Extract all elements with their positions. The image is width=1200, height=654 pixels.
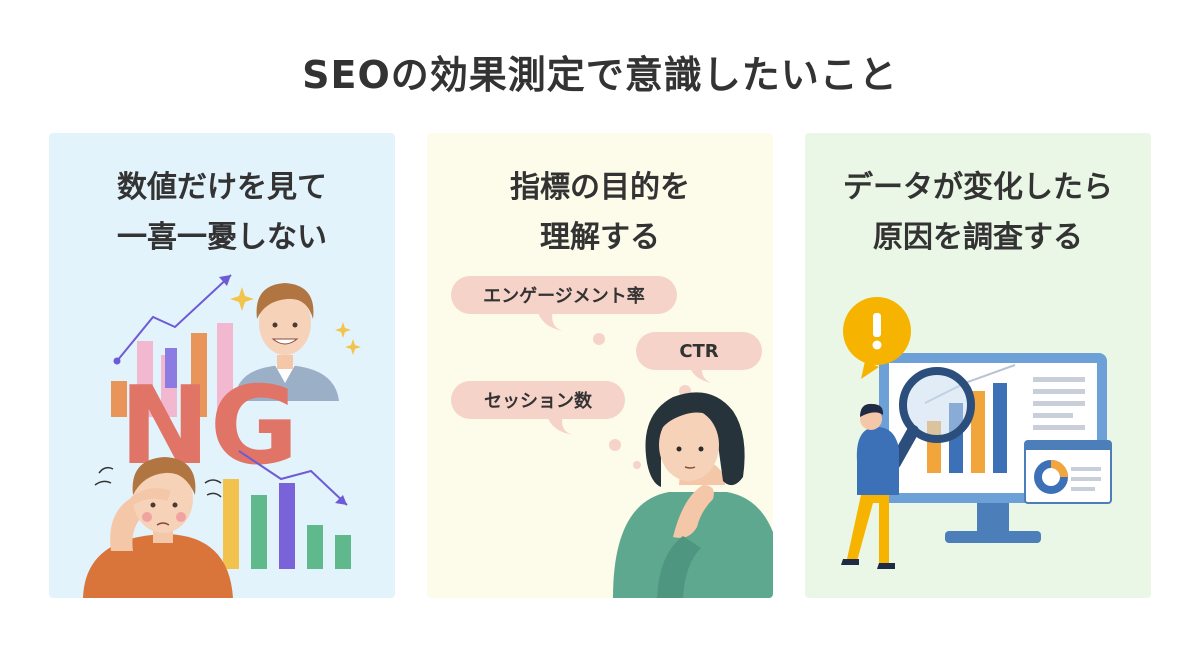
rising-bar-chart-icon — [111, 323, 233, 417]
up-arrow-chart-icon — [113, 274, 232, 365]
card-dont-overreact: 数値だけを見て 一喜一憂しない — [49, 133, 395, 598]
heading-line-1: 指標の目的を — [510, 170, 690, 205]
sparkle-icon — [230, 287, 361, 355]
card-heading: データが変化したら 原因を調査する — [805, 163, 1151, 263]
exclamation-icon — [843, 297, 911, 379]
card-investigate-cause: データが変化したら 原因を調査する — [805, 133, 1151, 598]
person-icon — [841, 403, 899, 569]
heading-line-1: 数値だけを見て — [117, 170, 327, 205]
ng-illustration: NG — [83, 274, 361, 598]
donut-chart-window-icon — [1024, 440, 1112, 504]
heading-line-2: 理解する — [540, 220, 660, 255]
thought-bubble-icon — [537, 309, 711, 469]
investigation-illustration — [841, 297, 1112, 569]
thinking-woman-icon — [613, 392, 773, 598]
card-heading: 数値だけを見て 一喜一憂しない — [49, 163, 395, 263]
card-understand-metrics: 指標の目的を 理解する エンゲージメント率 CTR セッション数 — [427, 133, 773, 598]
down-arrow-chart-icon — [238, 450, 348, 506]
heading-line-2: 一喜一憂しない — [117, 220, 327, 255]
thinking-illustration — [537, 309, 773, 598]
smiling-man-icon — [235, 283, 339, 401]
card-heading: 指標の目的を 理解する — [427, 163, 773, 263]
metric-bubble-engagement: エンゲージメント率 — [451, 276, 677, 314]
worried-man-icon — [83, 457, 233, 598]
falling-bar-chart-icon — [223, 479, 351, 569]
heading-line-1: データが変化したら — [843, 170, 1113, 205]
metric-bubble-sessions: セッション数 — [451, 381, 625, 419]
page-title: SEOの効果測定で意識したいこと — [302, 53, 898, 97]
metric-bubble-ctr: CTR — [636, 332, 762, 370]
heading-line-2: 原因を調査する — [873, 220, 1083, 255]
